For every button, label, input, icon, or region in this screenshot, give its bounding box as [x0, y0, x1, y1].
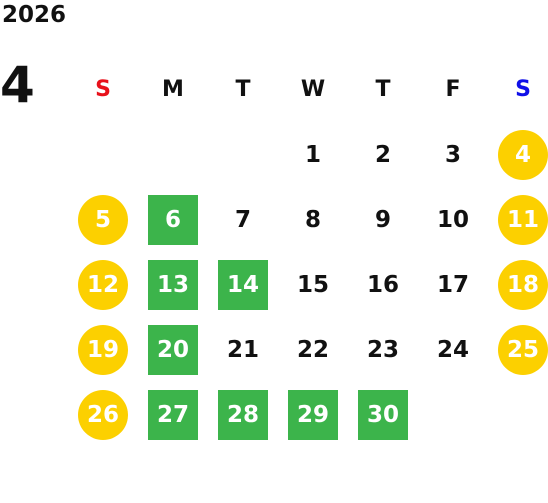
weekday-header: F	[445, 77, 461, 102]
day-cell[interactable]: 14	[208, 252, 278, 317]
day-cell[interactable]: 26	[68, 382, 138, 447]
day-number: 5	[78, 194, 128, 245]
day-number: 28	[218, 389, 268, 440]
month-number: 4	[0, 56, 35, 114]
day-cell[interactable]: 11	[488, 187, 548, 252]
day-number: 20	[148, 324, 198, 375]
day-number: 4	[498, 129, 548, 180]
day-number: 3	[444, 141, 461, 168]
day-number: 16	[366, 271, 399, 298]
day-number: 23	[366, 336, 399, 363]
day-number: 6	[148, 194, 198, 245]
day-cell[interactable]: 10	[418, 187, 488, 252]
day-number: 25	[498, 324, 548, 375]
day-cell[interactable]: 27	[138, 382, 208, 447]
day-number: 27	[148, 389, 198, 440]
day-number: 8	[304, 206, 321, 233]
day-cell[interactable]: 6	[138, 187, 208, 252]
day-number: 7	[234, 206, 251, 233]
day-number: 19	[78, 324, 128, 375]
day-number: 14	[218, 259, 268, 310]
day-cell[interactable]: 21	[208, 317, 278, 382]
year-label: 2026	[2, 2, 67, 28]
empty-cell	[208, 122, 278, 187]
day-number: 10	[436, 206, 469, 233]
day-cell[interactable]: 28	[208, 382, 278, 447]
weekday-header: S	[95, 77, 111, 102]
day-number: 13	[148, 259, 198, 310]
weekday-header: M	[162, 77, 184, 102]
day-number: 17	[436, 271, 469, 298]
day-number: 22	[296, 336, 329, 363]
weekday-header: T	[375, 77, 391, 102]
day-number: 18	[498, 259, 548, 310]
day-cell[interactable]: 17	[418, 252, 488, 317]
day-cell[interactable]: 29	[278, 382, 348, 447]
day-cell[interactable]: 12	[68, 252, 138, 317]
day-cell[interactable]: 7	[208, 187, 278, 252]
day-cell[interactable]: 19	[68, 317, 138, 382]
day-cell[interactable]: 9	[348, 187, 418, 252]
weekday-header: S	[515, 77, 531, 102]
day-cell[interactable]: 2	[348, 122, 418, 187]
day-cell[interactable]: 3	[418, 122, 488, 187]
day-cell[interactable]: 25	[488, 317, 548, 382]
day-cell[interactable]: 24	[418, 317, 488, 382]
day-cell[interactable]: 8	[278, 187, 348, 252]
day-cell[interactable]: 23	[348, 317, 418, 382]
day-cell[interactable]: 16	[348, 252, 418, 317]
day-number: 2	[374, 141, 391, 168]
day-cell[interactable]: 13	[138, 252, 208, 317]
weekday-header: T	[235, 77, 251, 102]
day-cell[interactable]: 15	[278, 252, 348, 317]
day-cell[interactable]: 20	[138, 317, 208, 382]
day-number: 12	[78, 259, 128, 310]
day-number: 29	[288, 389, 338, 440]
weekday-header: W	[300, 77, 326, 102]
day-number: 1	[304, 141, 321, 168]
day-cell[interactable]: 22	[278, 317, 348, 382]
day-number: 15	[296, 271, 329, 298]
day-cell[interactable]: 30	[348, 382, 418, 447]
day-number: 21	[226, 336, 259, 363]
day-cell[interactable]: 4	[488, 122, 548, 187]
empty-cell	[68, 122, 138, 187]
day-cell[interactable]: 5	[68, 187, 138, 252]
day-cell[interactable]: 18	[488, 252, 548, 317]
day-number: 9	[374, 206, 391, 233]
day-number: 30	[358, 389, 408, 440]
day-number: 26	[78, 389, 128, 440]
empty-cell	[138, 122, 208, 187]
day-number: 11	[498, 194, 548, 245]
day-number: 24	[436, 336, 469, 363]
day-cell[interactable]: 1	[278, 122, 348, 187]
